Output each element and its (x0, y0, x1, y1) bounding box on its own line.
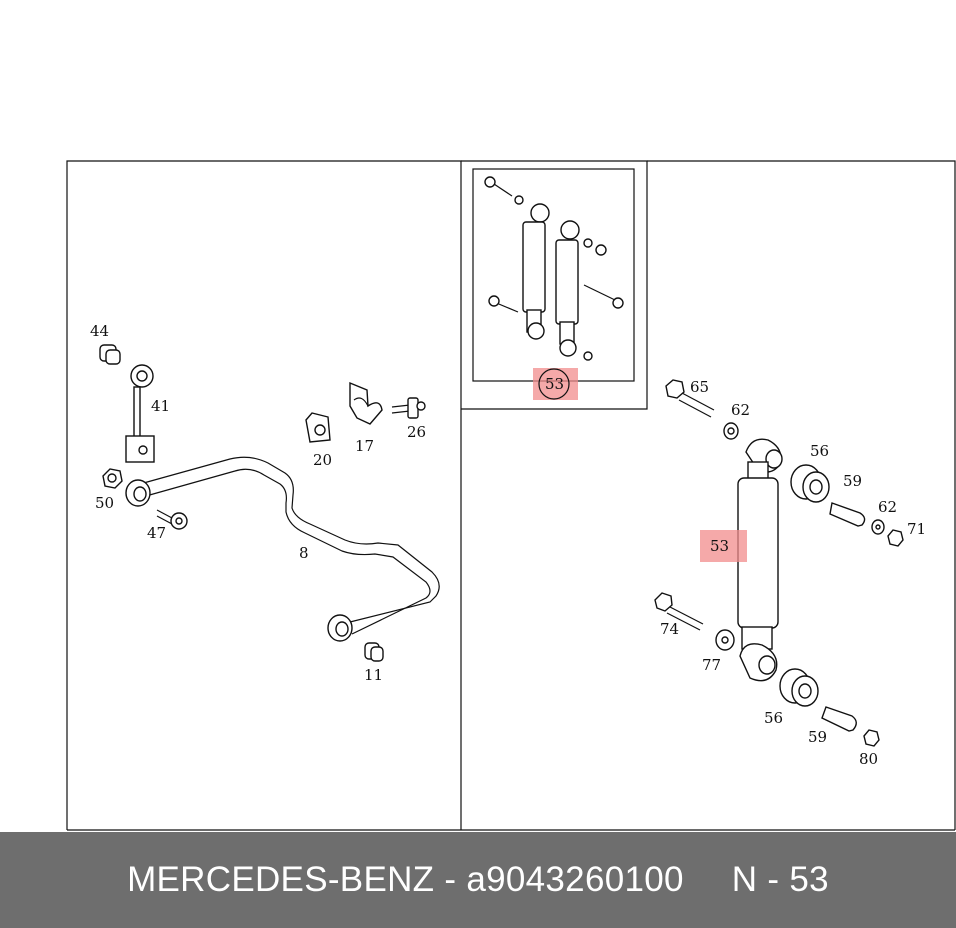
callout-53-inset: 53 (545, 375, 564, 393)
part-26-screw[interactable] (391, 397, 426, 419)
part-59-sleeve-bottom[interactable] (821, 706, 857, 732)
part-80-nut[interactable] (863, 729, 880, 747)
part-56-bushing-top[interactable] (790, 464, 830, 503)
callout-65: 65 (690, 378, 709, 396)
callout-17: 17 (355, 437, 374, 455)
callout-62-top: 62 (731, 401, 750, 419)
part-47-bolt[interactable] (156, 509, 188, 530)
callout-62-right: 62 (878, 498, 897, 516)
part-59-sleeve-top[interactable] (829, 502, 866, 527)
callout-47: 47 (147, 524, 166, 542)
part-62-washer-top[interactable] (723, 422, 739, 440)
part-50-nut[interactable] (102, 468, 123, 489)
callout-56-top: 56 (810, 442, 829, 460)
part-56-bushing-bottom[interactable] (779, 668, 819, 707)
footer-bar: MERCEDES-BENZ - a9043260100 N - 53 (0, 832, 956, 928)
callout-77: 77 (702, 656, 721, 674)
shock-absorber-assembly (654, 379, 904, 747)
callout-41: 41 (151, 397, 170, 415)
callout-74: 74 (660, 620, 679, 638)
callout-labels: 44 41 50 47 20 17 26 8 11 53 65 62 56 59… (90, 322, 926, 768)
callout-8: 8 (299, 544, 309, 562)
callout-59-bottom: 59 (808, 728, 827, 746)
part-77-washer[interactable] (715, 629, 735, 651)
stabilizer-assembly (99, 344, 440, 662)
callout-26: 26 (407, 423, 426, 441)
part-65-bolt[interactable] (665, 379, 715, 418)
part-62-washer-right[interactable] (871, 519, 885, 535)
callout-56-bottom: 56 (764, 709, 783, 727)
part-71-nut[interactable] (887, 529, 904, 547)
part-53-shock-body[interactable] (737, 438, 783, 682)
callout-59-top: 59 (843, 472, 862, 490)
part-20-bushing[interactable] (305, 412, 331, 443)
part-17-bracket[interactable] (349, 381, 383, 425)
part-41-link[interactable] (125, 364, 155, 463)
highlight-53-main (700, 530, 747, 562)
callout-80: 80 (859, 750, 878, 768)
inset-53-circle (538, 368, 570, 400)
callout-20: 20 (313, 451, 332, 469)
part-74-bolt[interactable] (654, 592, 704, 631)
callout-11: 11 (364, 666, 383, 684)
separator: - (434, 860, 467, 899)
parts-diagram: 44 41 50 47 20 17 26 8 11 53 65 62 56 59… (66, 160, 956, 831)
callout-53-main: 53 (710, 537, 729, 555)
part-44-nut[interactable] (99, 344, 121, 365)
part-number: a9043260100 (466, 860, 684, 899)
callout-50: 50 (95, 494, 114, 512)
brand-name: MERCEDES-BENZ (127, 860, 435, 899)
callout-44: 44 (90, 322, 109, 340)
part-8-stabilizer-bar[interactable] (125, 456, 440, 642)
diagram-reference: N - 53 (731, 860, 829, 899)
inset-shock-pair (484, 176, 624, 361)
highlight-53-inset (533, 368, 578, 400)
callout-71: 71 (907, 520, 926, 538)
part-11-nut[interactable] (364, 642, 384, 662)
